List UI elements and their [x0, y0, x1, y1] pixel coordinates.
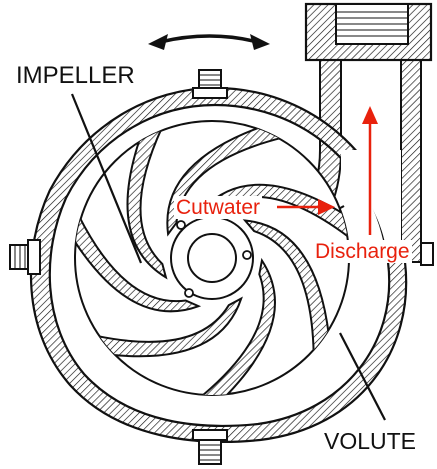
- rotation-arrow: [148, 34, 270, 50]
- bolt-top: [192, 69, 228, 99]
- impeller-leader-line: [70, 93, 143, 264]
- balance-hole-1: [176, 220, 186, 230]
- volute-leader-line: [339, 332, 386, 421]
- bolt-left: [9, 239, 41, 275]
- shaft-bore: [187, 233, 237, 283]
- cutwater-arrow: [277, 199, 335, 215]
- balance-hole-2: [242, 250, 252, 260]
- volute-discharge-passage: [341, 150, 401, 262]
- discharge-arrow: [362, 106, 378, 235]
- balance-hole-3: [184, 288, 194, 298]
- pipe-flange-threads: [336, 11, 408, 37]
- cutwater-label: Cutwater: [174, 196, 263, 219]
- bolt-right: [420, 242, 434, 266]
- discharge-pipe-right-wall: [400, 54, 422, 263]
- bolt-bottom: [192, 429, 228, 465]
- discharge-label: Discharge: [313, 240, 412, 263]
- impeller-vane-3: [197, 257, 276, 395]
- impeller-label: IMPELLER: [16, 62, 135, 89]
- volute-label: VOLUTE: [324, 428, 417, 454]
